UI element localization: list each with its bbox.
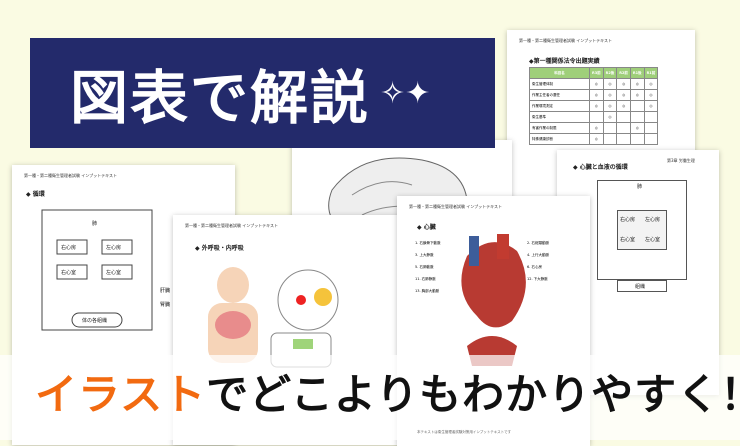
- heart-label: 4. 上行大動脈: [527, 253, 549, 257]
- heart-label: 3. 上大静脈: [415, 253, 434, 257]
- page-footer: 本テキストは衛生管理者試験対策用インプットテキストです: [417, 430, 512, 434]
- column-header: R3前: [589, 67, 604, 79]
- table-cell: [602, 122, 618, 134]
- heart-label: 11. 右肺静脈: [415, 277, 436, 281]
- table-cell: [616, 133, 631, 145]
- page-header: 第一種・第二種衛生管理者試験 インプットテキスト: [409, 204, 503, 209]
- circulation-diagram: [41, 209, 153, 331]
- table-cell: ◎: [602, 89, 618, 101]
- table-cell: 衛生管理体制: [529, 78, 590, 90]
- table-row: 衛生基準 ◎: [529, 111, 659, 123]
- table-cell: ◎: [589, 78, 604, 90]
- table-cell: ◎: [589, 122, 604, 134]
- table-row: 衛生管理体制◎◎◎◎◎: [529, 78, 659, 90]
- circulation-label: 左心室: [106, 270, 122, 276]
- section-heading: ◆ 心臓: [417, 224, 436, 231]
- table-cell: 有害作業の制限: [529, 122, 590, 134]
- heart-circ-label: 組織: [635, 284, 646, 290]
- table-cell: ◎: [602, 78, 618, 90]
- table-row: 作業環境測定◎◎◎◎: [529, 100, 659, 112]
- heart-label: 5. 右肺動脈: [415, 265, 434, 269]
- table-cell: [602, 133, 618, 145]
- table-cell: [589, 111, 604, 123]
- section-heading: ◆ 心臓と血液の循環: [573, 164, 628, 171]
- section-heading: ◆第一種関係法令出題実績: [529, 58, 600, 65]
- table-cell: ◎: [629, 122, 645, 134]
- table-cell: [616, 111, 631, 123]
- heart-illustration: [461, 234, 526, 366]
- table-cell: [643, 133, 659, 145]
- table-row: 特殊健康診断◎: [529, 133, 659, 145]
- table-cell: ◎: [629, 78, 645, 90]
- table-cell: ◎: [602, 111, 618, 123]
- page-header: 第一種・第二種衛生管理者試験 インプットテキスト: [185, 223, 279, 228]
- table-cell: ◎: [643, 100, 659, 112]
- column-header: 科目名: [529, 67, 590, 79]
- table-cell: 作業主任者の選任: [529, 89, 590, 101]
- page-header: 第3章 労働生理: [667, 158, 695, 163]
- heart-circ-label: 左心室: [645, 237, 661, 243]
- table-cell: ◎: [643, 78, 659, 90]
- column-header: R2後: [602, 67, 618, 79]
- table-row: 有害作業の制限◎◎: [529, 122, 659, 134]
- heart-label: 1. 右鎖骨下動脈: [415, 241, 441, 245]
- table-cell: ◎: [589, 100, 604, 112]
- heart-label: 12. 下大静脈: [527, 277, 548, 281]
- table-cell: [629, 133, 645, 145]
- table-cell: ◎: [602, 100, 618, 112]
- table-cell: [629, 111, 645, 123]
- table-cell: [616, 122, 631, 134]
- column-header: R2前: [616, 67, 631, 79]
- table-cell: ◎: [629, 89, 645, 101]
- table-cell: ◎: [616, 78, 631, 90]
- sparkle-icon: ✧✦: [380, 75, 431, 111]
- column-header: R1後: [629, 67, 645, 79]
- table-row: 作業主任者の選任◎◎◎◎◎: [529, 89, 659, 101]
- tagline: イラストでどこよりもわかりやすく！: [35, 370, 740, 419]
- page-header: 第一種・第二種衛生管理者試験 インプットテキスト: [519, 38, 613, 43]
- tagline-highlight: イラスト: [35, 370, 207, 419]
- table-cell: [629, 100, 645, 112]
- circulation-label: 肝臓: [160, 288, 171, 294]
- section-heading: ◆ 循環: [26, 191, 45, 198]
- column-header: R1前: [643, 67, 659, 79]
- heart-circ-label: 肺: [637, 184, 643, 190]
- tagline-rest: でどこよりもわかりやすく！: [206, 370, 740, 419]
- table-cell: [643, 122, 659, 134]
- table-cell: ◎: [589, 133, 604, 145]
- circulation-label: 腎臓: [160, 302, 171, 308]
- table-cell: ◎: [589, 89, 604, 101]
- circulation-label: 肺: [92, 221, 98, 227]
- table-cell: ◎: [616, 100, 631, 112]
- page-header: 第一種・第二種衛生管理者試験 インプットテキスト: [24, 173, 118, 178]
- circulation-label: 体の各組織: [82, 318, 108, 324]
- title-banner: 図表で解説 ✧✦: [30, 38, 495, 148]
- table-cell: [643, 111, 659, 123]
- table-page: 第一種・第二種衛生管理者試験 インプットテキスト ◆第一種関係法令出題実績 科目…: [507, 30, 695, 210]
- table-cell: ◎: [643, 89, 659, 101]
- table-cell: 特殊健康診断: [529, 133, 590, 145]
- heart-label: 6. 右心房: [527, 265, 542, 269]
- table-cell: 作業環境測定: [529, 100, 590, 112]
- tagline-strip: [0, 355, 740, 440]
- respiration-illustration: [208, 267, 339, 368]
- table-cell: 衛生基準: [529, 111, 590, 123]
- heart-circ-label: 右心室: [620, 237, 636, 243]
- heart-label: 2. 右総頸動脈: [527, 241, 549, 245]
- heart-circ-label: 左心房: [645, 217, 661, 223]
- banner-title: 図表で解説: [70, 64, 371, 132]
- heart-circ-label: 右心房: [620, 217, 636, 223]
- table-cell: ◎: [616, 89, 631, 101]
- circulation-label: 右心房: [61, 245, 77, 251]
- circulation-label: 左心房: [106, 245, 122, 251]
- section-heading: ◆ 外呼吸・内呼吸: [195, 245, 244, 252]
- heart-label: 13. 胸部大動脈: [415, 289, 440, 293]
- circulation-label: 右心室: [61, 270, 77, 276]
